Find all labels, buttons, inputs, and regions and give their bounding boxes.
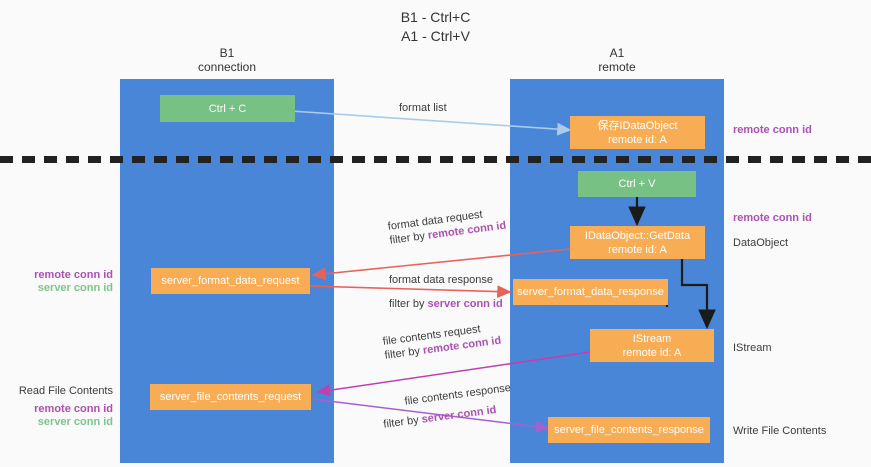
filter-value-server-conn-id-1: server conn id <box>427 298 503 310</box>
edge-label-format-data-response: format data response filter by server co… <box>389 273 503 311</box>
connector-file-contents-response <box>311 398 550 433</box>
node-server-format-data-request-label: server_format_data_request <box>161 275 300 287</box>
side-label-left-server-conn-id-mid: server conn id <box>37 282 113 294</box>
node-server-file-contents-response-label: server_file_contents_response <box>554 424 704 436</box>
node-ctrl-v[interactable]: Ctrl + V <box>578 171 696 197</box>
title-line-2: A1 - Ctrl+V <box>401 28 470 44</box>
node-server-format-data-response[interactable]: server_format_data_response <box>513 279 668 305</box>
node-ctrl-c[interactable]: Ctrl + C <box>160 95 295 122</box>
node-ctrl-v-line1: Ctrl + V <box>618 178 656 190</box>
node-save-idataobject-line1: 保存IDataObject <box>597 119 678 132</box>
connector-getdata-to-istream <box>680 255 716 330</box>
node-save-idataobject-line2: remote id: A <box>608 133 667 146</box>
lane-header-b1-line2: connection <box>197 60 257 74</box>
side-label-left-remote-conn-id-bottom: remote conn id <box>34 403 113 415</box>
edge-label-format-data-response-line2: filter by server conn id <box>389 298 503 310</box>
node-server-file-contents-request[interactable]: server_file_contents_request <box>150 384 311 410</box>
node-server-format-data-response-label: server_format_data_response <box>517 286 664 298</box>
side-label-left-remote-conn-id-mid: remote conn id <box>34 269 113 281</box>
title-line-1: B1 - Ctrl+C <box>400 9 471 25</box>
edge-label-format-list: format list <box>399 102 447 114</box>
node-idataobject-getdata-line1: IDataObject::GetData <box>584 229 691 242</box>
side-label-read-file-contents: Read File Contents <box>18 385 113 397</box>
side-label-istream: IStream <box>733 342 772 354</box>
side-label-remote-conn-id-top: remote conn id <box>733 124 812 136</box>
side-label-left-server-conn-id-bottom: server conn id <box>37 416 113 428</box>
phase-separator-dashed-line <box>0 156 871 163</box>
side-label-write-file-contents: Write File Contents <box>733 425 827 437</box>
node-istream-line1: IStream <box>632 332 672 345</box>
node-istream[interactable]: IStream remote id: A <box>590 329 714 362</box>
side-label-dataobject: DataObject <box>733 237 789 249</box>
lane-header-a1-line1: A1 <box>609 46 625 60</box>
lane-header-a1: A1 remote <box>540 46 694 74</box>
node-save-idataobject[interactable]: 保存IDataObject remote id: A <box>570 116 705 149</box>
connector-file-contents-request <box>316 351 591 397</box>
connector-format-data-request <box>311 248 571 281</box>
node-server-file-contents-request-label: server_file_contents_request <box>159 391 302 403</box>
node-idataobject-getdata[interactable]: IDataObject::GetData remote id: A <box>570 226 705 259</box>
lane-header-b1-line1: B1 <box>219 46 235 60</box>
node-istream-line2: remote id: A <box>622 346 682 359</box>
connector-format-list <box>275 109 572 136</box>
node-server-format-data-request[interactable]: server_format_data_request <box>151 268 310 294</box>
lane-header-a1-line2: remote <box>598 60 636 74</box>
lane-header-b1: B1 connection <box>150 46 304 74</box>
page-title: B1 - Ctrl+C A1 - Ctrl+V <box>0 8 871 46</box>
node-ctrl-c-line1: Ctrl + C <box>208 102 247 115</box>
node-server-file-contents-response[interactable]: server_file_contents_response <box>548 417 710 443</box>
node-idataobject-getdata-line2: remote id: A <box>608 243 667 256</box>
side-label-remote-conn-id-mid: remote conn id <box>733 212 812 224</box>
connector-format-data-response <box>309 285 512 299</box>
edge-label-format-data-response-line1: format data response <box>389 274 493 286</box>
